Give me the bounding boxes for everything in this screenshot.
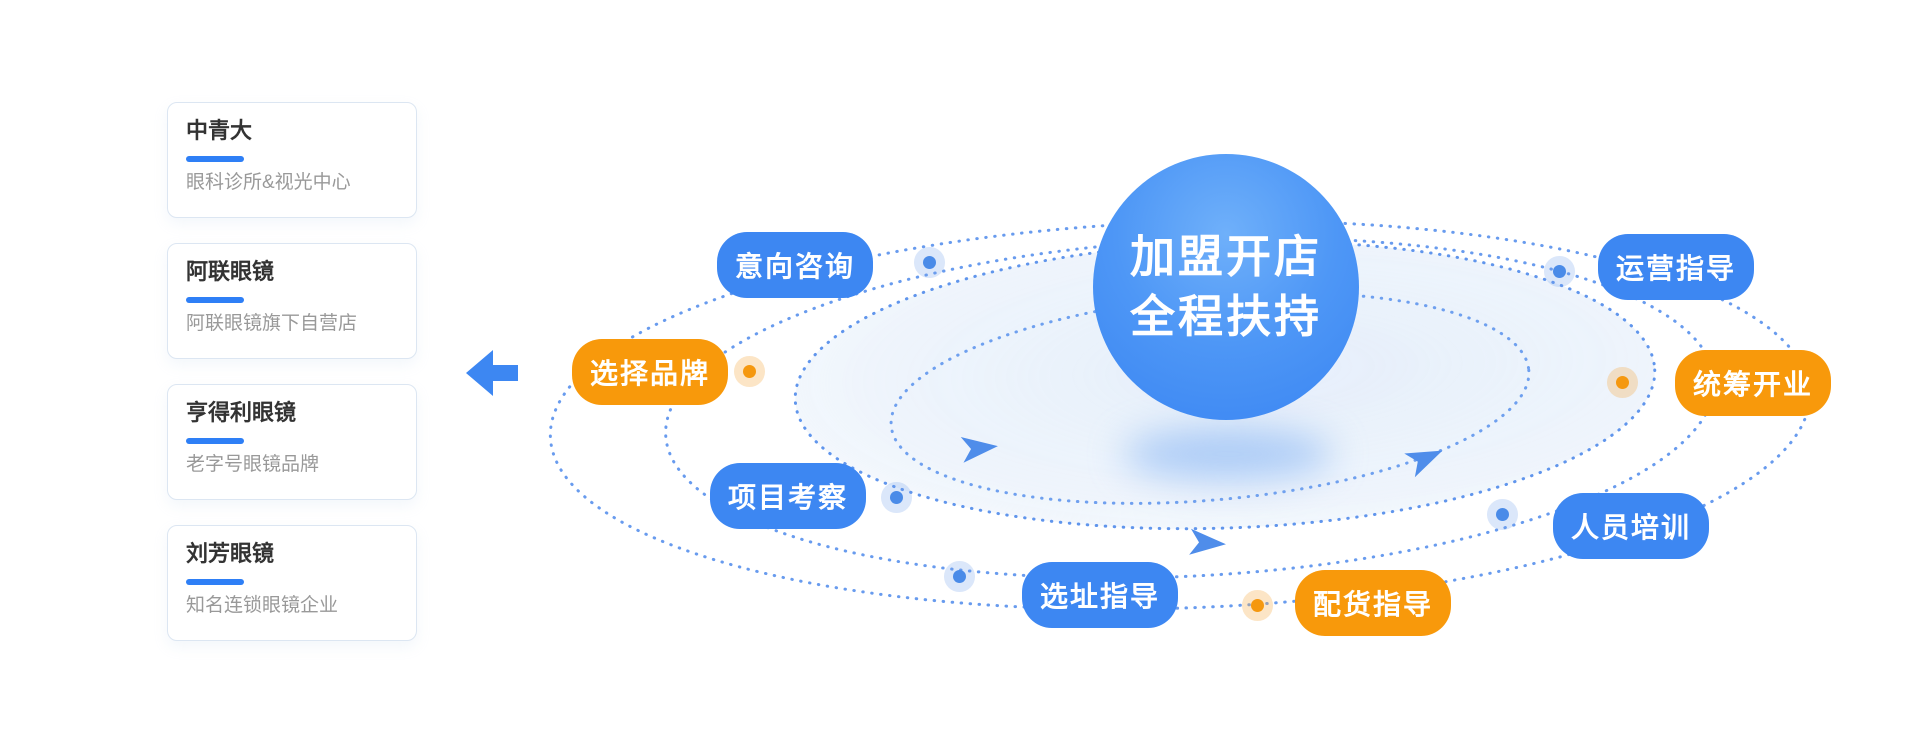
orbit-dot: [1616, 376, 1629, 389]
orbit-dot: [1251, 599, 1264, 612]
sphere-text-line1: 加盟开店: [1129, 231, 1322, 282]
brand-card-subtitle: 知名连锁眼镜企业: [186, 595, 339, 617]
step-staff-training: 人员培训: [1553, 493, 1709, 559]
brand-card-title: 阿联眼镜: [186, 259, 275, 284]
brand-card-hengdeli: 亨得利眼镜 老字号眼镜品牌: [167, 384, 417, 500]
sphere-text-line2: 全程扶持: [1129, 291, 1322, 342]
brand-card-accent-bar: [186, 579, 244, 586]
step-stocking-guidance: 配货指导: [1295, 570, 1451, 636]
step-operation-guidance: 运营指导: [1598, 234, 1754, 300]
brand-card-subtitle: 老字号眼镜品牌: [186, 454, 320, 476]
brand-card-title: 中青大: [186, 118, 253, 143]
step-intent-consulting: 意向咨询: [717, 232, 873, 298]
brand-card-accent-bar: [186, 297, 244, 304]
orbit-direction-arrow-icon: [1189, 528, 1226, 555]
brand-card-alian: 阿联眼镜 阿联眼镜旗下自营店: [167, 243, 417, 359]
brand-card-zhongqingda: 中青大 眼科诊所&视光中心: [167, 102, 417, 218]
orbit-dot: [1553, 265, 1566, 278]
orbit-dot: [890, 491, 903, 504]
sphere-shadow: [1123, 428, 1333, 480]
step-site-selection: 选址指导: [1022, 562, 1178, 628]
orbit-dot: [923, 256, 936, 269]
brand-card-accent-bar: [186, 156, 244, 163]
orbit-dot: [1496, 508, 1509, 521]
brand-card-liufang: 刘芳眼镜 知名连锁眼镜企业: [167, 525, 417, 641]
orbit-dot: [953, 570, 966, 583]
orbit-dot: [743, 365, 756, 378]
orbit-direction-arrow-icon: [960, 436, 998, 463]
brand-card-title: 刘芳眼镜: [186, 541, 275, 566]
brand-card-accent-bar: [186, 438, 244, 445]
step-project-inspection: 项目考察: [710, 463, 866, 529]
brand-card-title: 亨得利眼镜: [186, 400, 297, 425]
center-sphere: 加盟开店 全程扶持: [1093, 154, 1359, 420]
brand-card-list: 中青大 眼科诊所&视光中心 阿联眼镜 阿联眼镜旗下自营店 亨得利眼镜 老字号眼镜…: [167, 102, 417, 641]
left-arrow-icon: [466, 350, 518, 396]
step-opening-coordination: 统筹开业: [1675, 350, 1831, 416]
brand-card-subtitle: 阿联眼镜旗下自营店: [186, 313, 358, 335]
step-brand-selection: 选择品牌: [572, 339, 728, 405]
brand-card-subtitle: 眼科诊所&视光中心: [186, 172, 351, 194]
orbit-direction-arrow-icon: [1404, 450, 1443, 478]
